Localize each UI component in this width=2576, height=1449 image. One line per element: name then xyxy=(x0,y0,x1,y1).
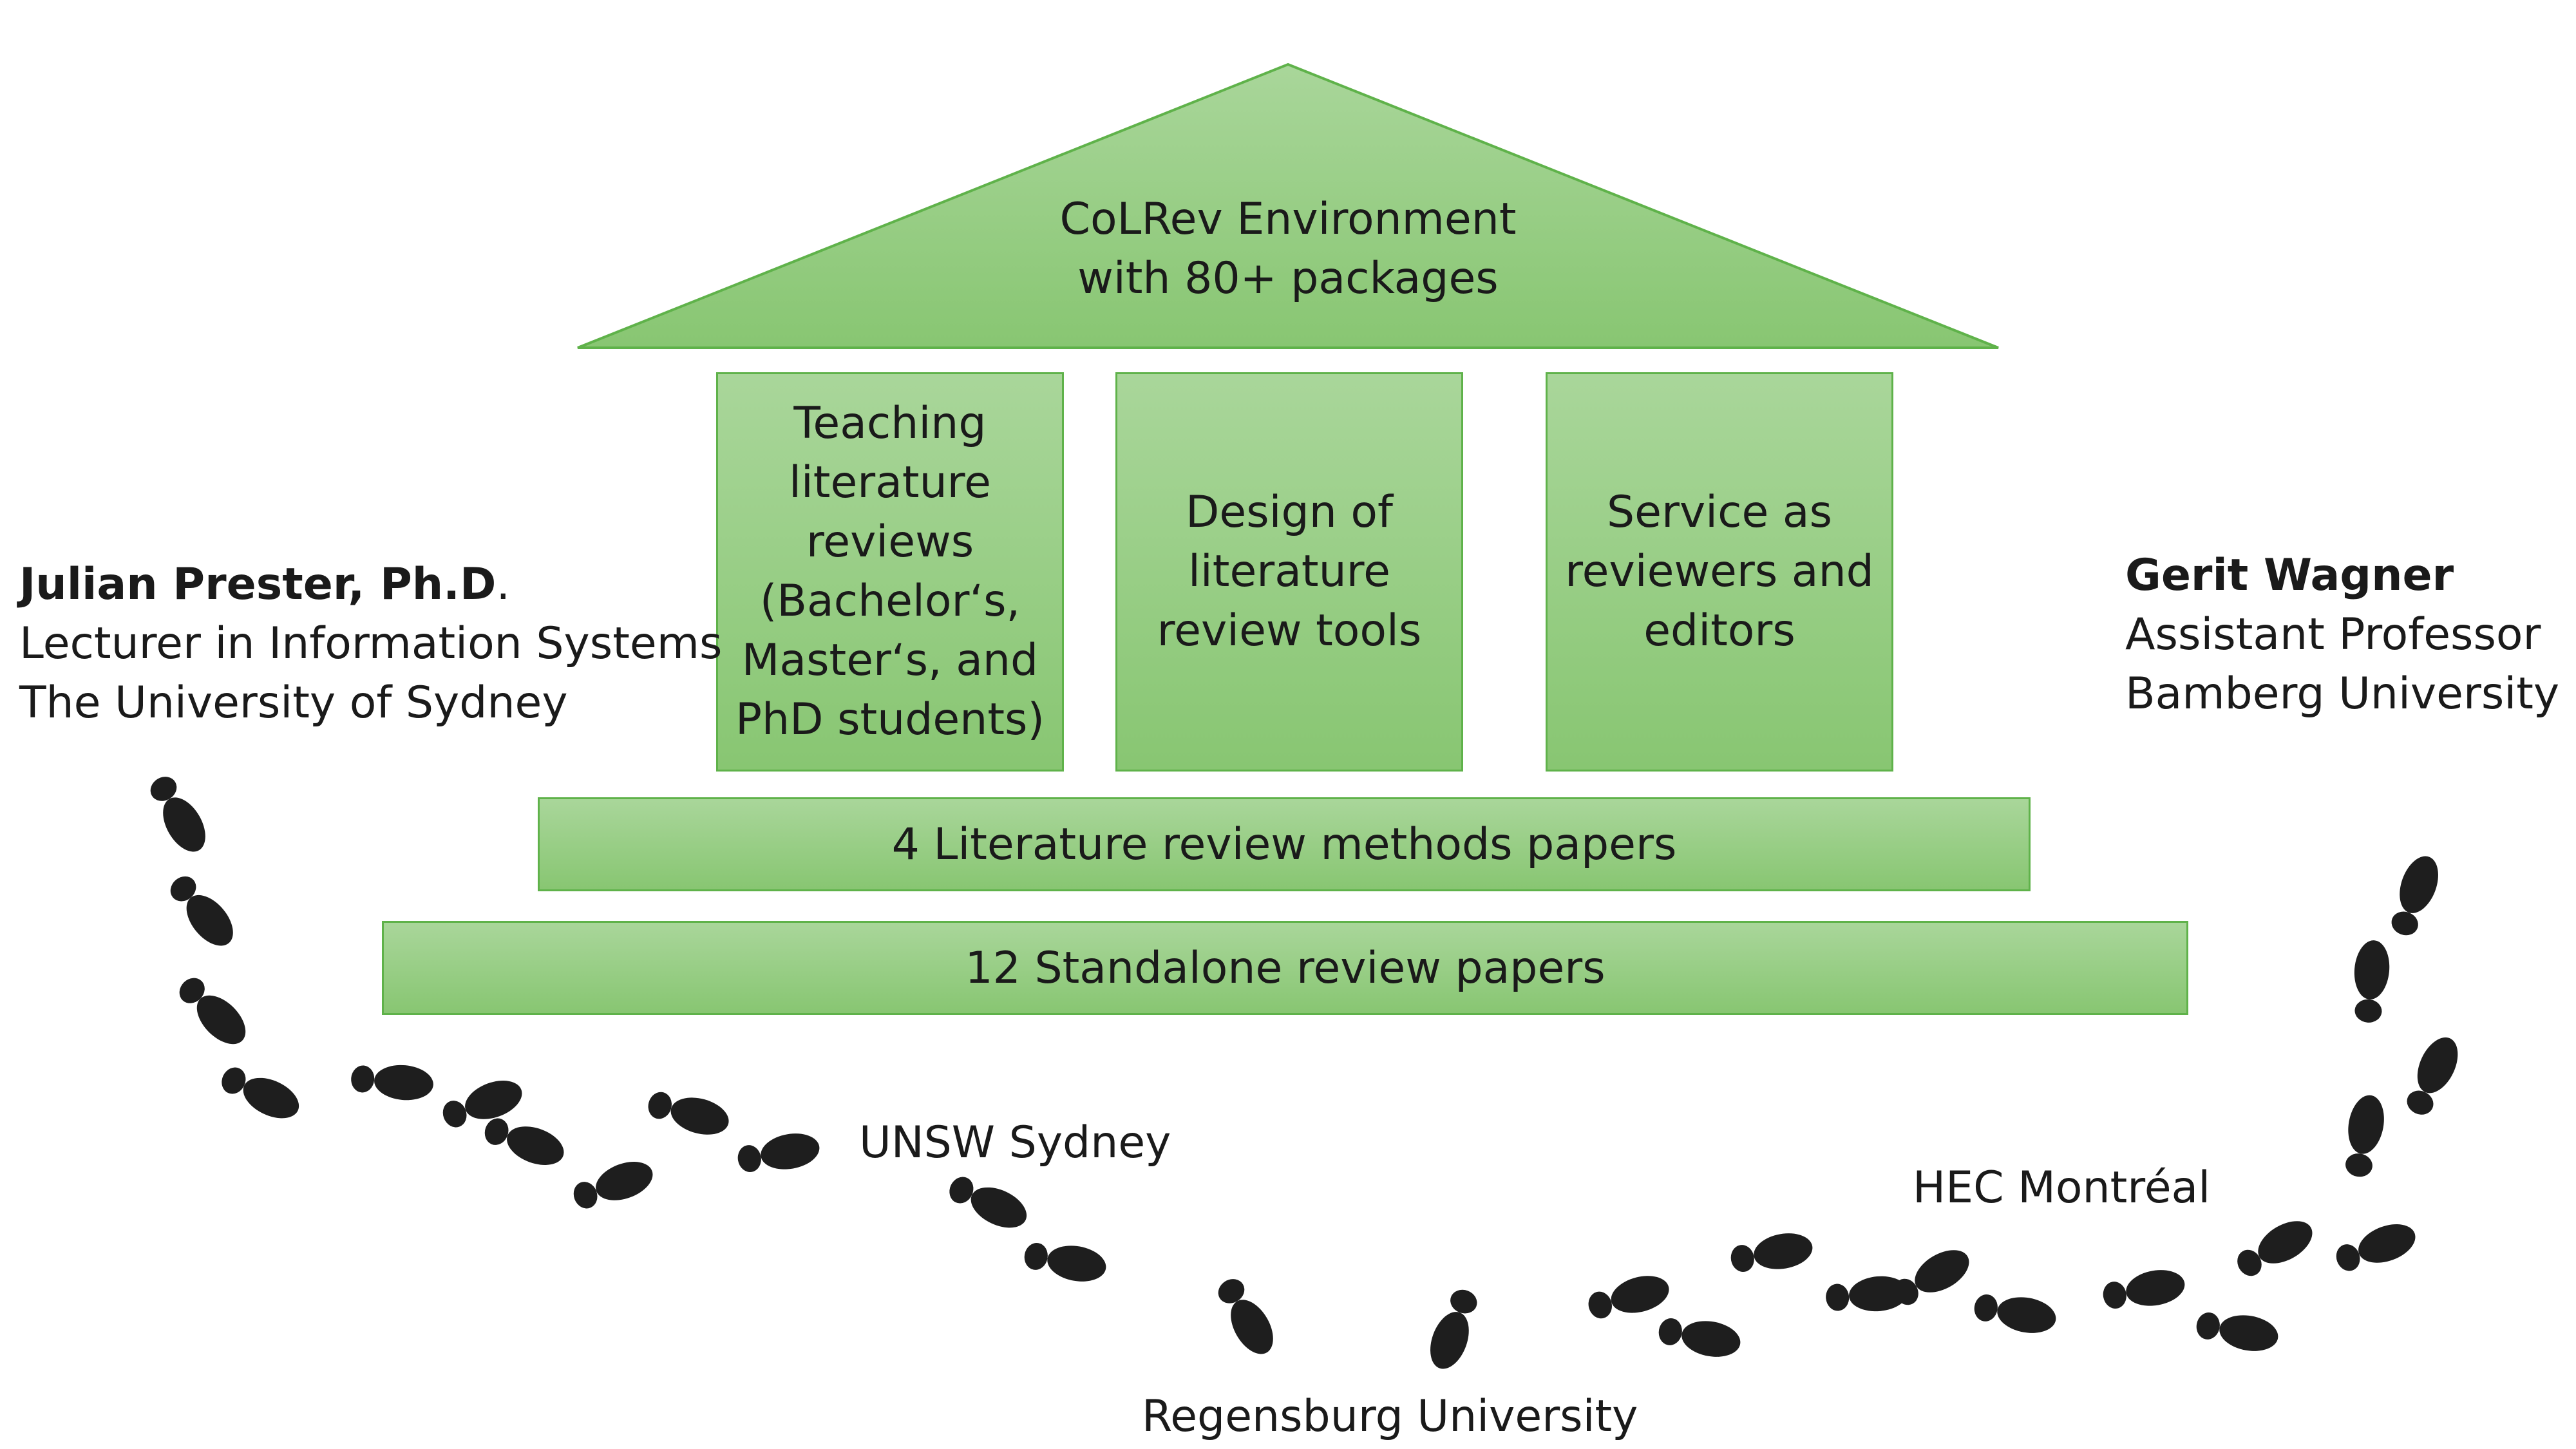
footprint-icon xyxy=(2407,1037,2458,1115)
footprint-icon xyxy=(1430,1289,1477,1369)
pillar-text-line: literature xyxy=(789,457,991,508)
methods-papers-slab: 4 Literature review methods papers xyxy=(538,797,2031,891)
footprint-icon xyxy=(170,876,233,946)
pillar-text-line: reviewers and xyxy=(1565,546,1874,597)
standalone-papers-label: 12 Standalone review papers xyxy=(965,942,1605,994)
footprint-icon xyxy=(949,1177,1027,1228)
footprint-icon xyxy=(442,1081,522,1128)
place-hec: HEC Montréal xyxy=(1913,1162,2211,1213)
person-left-role: Lecturer in Information Systems xyxy=(19,618,723,669)
footprint-icon xyxy=(2354,940,2390,1023)
pillar-service: Service as reviewers and editors xyxy=(1546,372,1893,772)
pillar-text-line: literature xyxy=(1188,546,1390,597)
footprint-icon xyxy=(150,777,205,852)
standalone-papers-slab: 12 Standalone review papers xyxy=(382,921,2188,1015)
person-right-org: Bamberg University xyxy=(2125,668,2560,719)
pillar-text-line: review tools xyxy=(1157,605,1422,656)
footprint-icon xyxy=(1218,1279,1273,1354)
person-right: Gerit Wagner Assistant Professor Bamberg… xyxy=(2125,546,2559,724)
methods-papers-label: 4 Literature review methods papers xyxy=(891,819,1677,870)
footprint-icon xyxy=(1588,1276,1669,1319)
person-left-name-suffix: . xyxy=(496,559,511,610)
footprint-icon xyxy=(737,1133,820,1172)
place-unsw: UNSW Sydney xyxy=(859,1117,1171,1168)
footprint-icon xyxy=(2237,1221,2313,1276)
footprint-icon xyxy=(1024,1243,1106,1282)
pillar-text-line: Service as xyxy=(1606,487,1833,538)
footprint-icon xyxy=(2196,1312,2278,1351)
person-left-name: Julian Prester, Ph.D xyxy=(19,559,497,610)
person-left: Julian Prester, Ph.D. Lecturer in Inform… xyxy=(19,555,722,733)
roof-line-2: with 80+ packages xyxy=(1077,253,1499,304)
roof-label: CoLRev Environment with 80+ packages xyxy=(837,190,1739,308)
footprint-icon xyxy=(2345,1095,2384,1177)
footprint-icon xyxy=(179,978,246,1045)
footprint-icon xyxy=(1894,1250,1969,1305)
footprint-icon xyxy=(573,1162,653,1209)
footprint-icon xyxy=(1826,1276,1908,1312)
footprint-icon xyxy=(2103,1270,2185,1309)
footprint-icon xyxy=(1658,1318,1741,1357)
pillar-tools: Design of literature review tools xyxy=(1115,372,1463,772)
pillar-text-line: (Bachelor‘s, xyxy=(759,576,1021,627)
person-left-org: The University of Sydney xyxy=(19,677,568,728)
pillar-text-line: PhD students) xyxy=(735,694,1045,745)
footprint-icon xyxy=(2336,1224,2416,1271)
pillar-text-line: Master‘s, and xyxy=(741,635,1039,686)
footprint-icon xyxy=(1974,1294,2056,1333)
pillar-teaching: Teaching literature reviews (Bachelor‘s,… xyxy=(716,372,1064,772)
pillar-text-line: Design of xyxy=(1186,487,1393,538)
footprint-icon xyxy=(1730,1233,1813,1272)
footprint-icon xyxy=(2391,856,2438,936)
person-right-name: Gerit Wagner xyxy=(2125,550,2454,601)
footprint-icon xyxy=(648,1092,729,1135)
place-regensburg: Regensburg University xyxy=(1142,1391,1638,1442)
pillar-text-line: Teaching xyxy=(793,398,987,449)
footprint-icon xyxy=(484,1118,564,1165)
pillar-text-line: editors xyxy=(1643,605,1795,656)
footprint-icon xyxy=(351,1065,433,1101)
roof-line-1: CoLRev Environment xyxy=(1059,194,1517,245)
pillar-text-line: reviews xyxy=(806,516,974,567)
person-right-role: Assistant Professor xyxy=(2125,609,2541,660)
footprint-icon xyxy=(222,1067,299,1119)
